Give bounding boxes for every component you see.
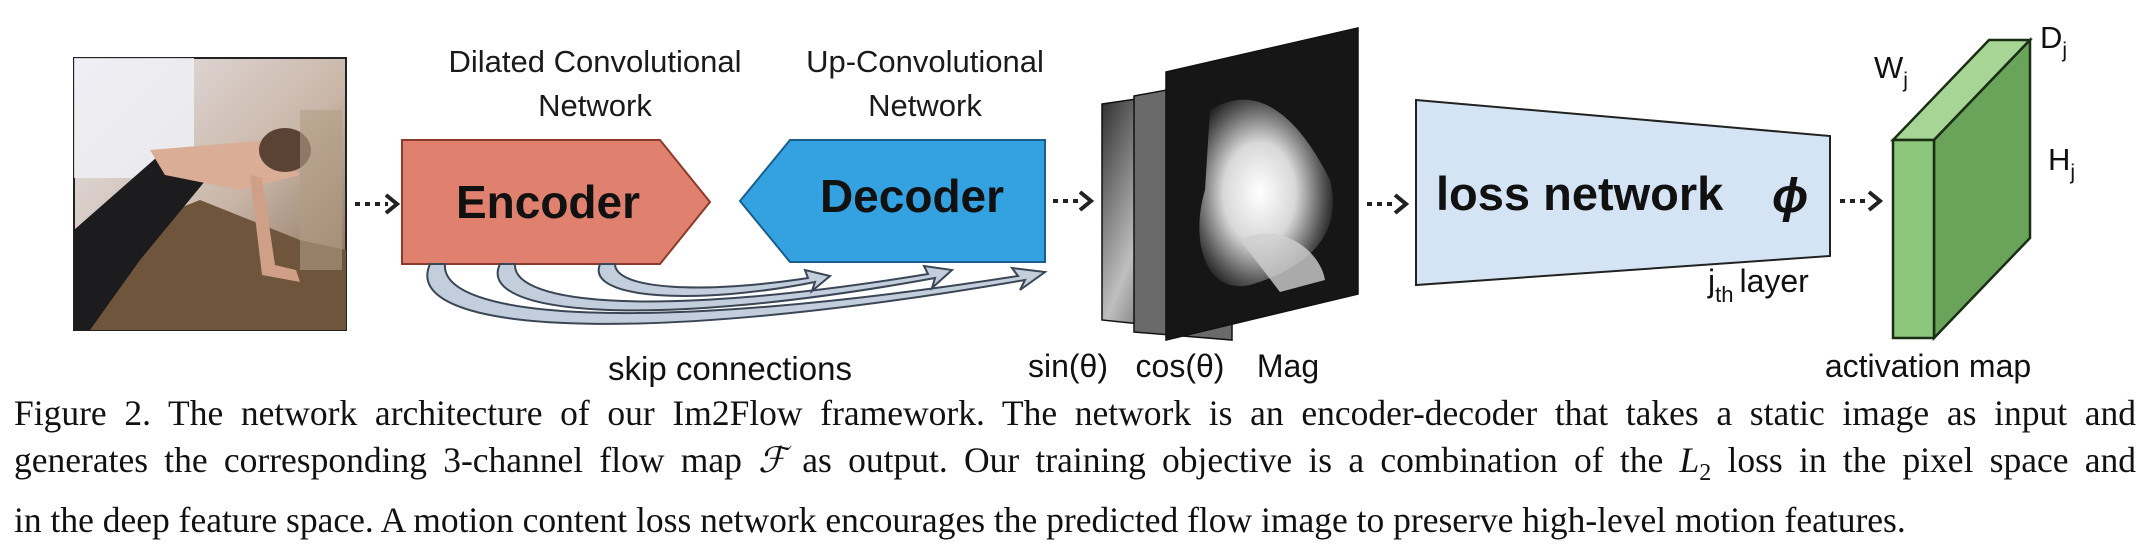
jth-subscript: th bbox=[1715, 282, 1733, 307]
height-sub: j bbox=[2069, 161, 2075, 184]
height-label: Hj bbox=[2048, 142, 2075, 184]
decoder-title-line2: Network bbox=[868, 88, 982, 123]
flow-mag-label: Mag bbox=[1257, 348, 1319, 384]
input-image bbox=[73, 57, 347, 331]
height-h: H bbox=[2048, 142, 2070, 177]
width-label: Wj bbox=[1874, 50, 1908, 92]
caption-prefix: Figure 2. bbox=[14, 393, 151, 433]
depth-d: D bbox=[2040, 20, 2062, 55]
decoder-title-line1: Up-Convolutional bbox=[806, 44, 1044, 79]
caption-L: L bbox=[1679, 440, 1700, 480]
activation-map-cube bbox=[1890, 36, 2033, 342]
figure-caption: Figure 2. The network architecture of ou… bbox=[14, 390, 2136, 544]
encoder-shape bbox=[401, 139, 712, 265]
phi-symbol: ϕ bbox=[1772, 170, 1808, 223]
width-w: W bbox=[1874, 50, 1904, 85]
dotted-arrow-3 bbox=[1367, 193, 1410, 215]
encoder-title-line2: Network bbox=[538, 88, 652, 123]
caption-line3: in the deep feature space. A motion cont… bbox=[14, 500, 1906, 541]
flow-map-stack bbox=[1101, 27, 1359, 341]
depth-sub: j bbox=[2061, 39, 2067, 62]
skip-connections-label: skip connections bbox=[608, 350, 852, 387]
caption-line2b: as output. Our training objective is a c… bbox=[802, 440, 1664, 480]
flow-cos-label: cos(θ) bbox=[1136, 348, 1225, 384]
caption-L-symbol: L2 bbox=[1679, 440, 1711, 486]
flow-sin-label: sin(θ) bbox=[1028, 348, 1108, 384]
depth-label: Dj bbox=[2040, 20, 2067, 62]
caption-L-sub: 2 bbox=[1699, 460, 1712, 487]
activation-map-label: activation map bbox=[1825, 348, 2031, 384]
caption-flow-symbol: ℱ bbox=[758, 440, 787, 480]
encoder-title-line1: Dilated Convolutional bbox=[449, 44, 742, 79]
skip-connection-arrows bbox=[426, 263, 1048, 325]
loss-network-label: loss network bbox=[1436, 167, 1724, 220]
encoder-label: Encoder bbox=[456, 176, 640, 228]
dotted-arrow-4 bbox=[1840, 190, 1884, 212]
jth-j: j bbox=[1707, 263, 1715, 299]
dotted-arrow-2 bbox=[1053, 190, 1095, 212]
caption-line2c: loss in the pixel space and bbox=[1727, 440, 2137, 480]
width-sub: j bbox=[1902, 69, 1908, 92]
loss-network-shape bbox=[1415, 98, 1831, 287]
dotted-arrow-1 bbox=[355, 193, 401, 215]
caption-line1: The network architecture of our Im2Flow … bbox=[168, 393, 2136, 433]
jth-layer-word: layer bbox=[1739, 263, 1809, 299]
decoder-shape bbox=[738, 139, 1046, 263]
caption-line2a: generates the corresponding 3-channel fl… bbox=[14, 440, 742, 480]
decoder-label: Decoder bbox=[820, 170, 1004, 222]
